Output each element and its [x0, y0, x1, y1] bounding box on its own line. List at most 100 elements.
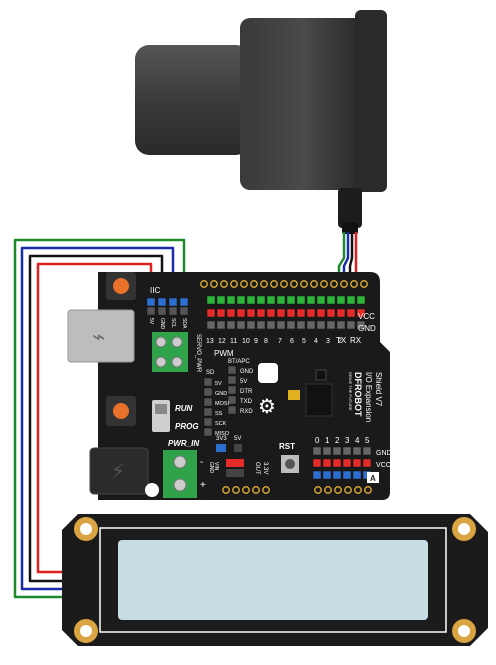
- gold-pad: [240, 280, 248, 288]
- digital-header-pin: [226, 308, 236, 318]
- analog-header-pin: [322, 470, 332, 480]
- lcd-wire-green: [13, 238, 186, 599]
- gnd-top-label: GND: [358, 324, 376, 333]
- analog-pin-label: 5: [365, 436, 370, 445]
- digital-header-pin: [336, 308, 346, 318]
- digital-header-pin: [266, 320, 276, 330]
- bt-header-pin: [227, 405, 237, 415]
- spi-pin-label: MISO: [215, 431, 230, 437]
- gold-pad: [320, 280, 328, 288]
- minus-label: -: [200, 457, 203, 468]
- digital-pin-label: 10: [242, 338, 250, 345]
- dfrobot-logo-icon: [258, 363, 278, 383]
- gold-pad: [232, 486, 240, 494]
- gold-pad: [200, 280, 208, 288]
- digital-header-pin: [306, 308, 316, 318]
- brand-label: DFROBOT: [353, 372, 363, 417]
- a-label-box: [367, 472, 379, 483]
- v5-label: 5V: [234, 436, 241, 442]
- bt-header-pin: [227, 375, 237, 385]
- a-label: A: [370, 474, 376, 483]
- digital-header-pin: [296, 320, 306, 330]
- analog-header-pin: [312, 446, 322, 456]
- bt-pin-label: TXD: [240, 399, 253, 405]
- voltage-jumper[interactable]: [216, 444, 226, 452]
- digital-pin-label: 4: [314, 338, 318, 345]
- switch-knob[interactable]: [155, 404, 167, 414]
- orange-button-mid[interactable]: [113, 403, 129, 419]
- out-label: OUT: [254, 462, 260, 475]
- analog-header-pin: [352, 446, 362, 456]
- digital-header-pin: [256, 295, 266, 305]
- mount-hole: [458, 625, 470, 637]
- analog-header-pin: [352, 470, 362, 480]
- digital-header-pin: [356, 295, 366, 305]
- digital-header-pin: [316, 295, 326, 305]
- digital-header-pin: [246, 295, 256, 305]
- digital-pin-label: 7: [278, 338, 282, 345]
- digital-header-pin: [276, 295, 286, 305]
- power-jack: [89, 447, 149, 495]
- spi-header-pin: [203, 407, 213, 417]
- gold-pad: [330, 280, 338, 288]
- orange-button-top[interactable]: [113, 278, 129, 294]
- bt-apc-label: BT/APC: [228, 359, 250, 365]
- spi-pin-label: MOSI: [215, 401, 230, 407]
- gold-pad: [252, 486, 260, 494]
- lcd-wire-blue: [20, 246, 175, 591]
- digital-header-pin: [206, 320, 216, 330]
- digital-header-pin: [236, 308, 246, 318]
- digital-header-pin: [336, 295, 346, 305]
- gold-pad: [350, 280, 358, 288]
- digital-pin-label: 3: [326, 338, 330, 345]
- digital-header-pin: [276, 308, 286, 318]
- bt-pin-label: RXD: [240, 409, 253, 415]
- iic-pin: [179, 306, 189, 316]
- terminal-screw: [173, 455, 187, 469]
- analog-pin-label: 2: [335, 436, 340, 445]
- prog-label: PROG: [175, 422, 199, 431]
- digital-header-pin: [246, 308, 256, 318]
- digital-pin-label: 9: [254, 338, 258, 345]
- digital-pin-label: 13: [206, 338, 214, 345]
- small-chip: [315, 369, 327, 381]
- digital-header-pin: [286, 308, 296, 318]
- gold-pad: [260, 280, 268, 288]
- iic-pin: [168, 297, 178, 307]
- sensor-cable-boot-tip: [342, 222, 358, 234]
- mount-hole: [80, 625, 92, 637]
- digital-header-pin: [346, 320, 356, 330]
- v33-rot-label: 3.3V: [262, 462, 268, 474]
- gold-pad: [364, 486, 372, 494]
- spi-header-pin: [203, 417, 213, 427]
- v33-label: 3V3: [216, 436, 227, 442]
- sd-label: SD: [206, 370, 215, 376]
- gold-pad: [324, 486, 332, 494]
- bt-header-pin: [227, 365, 237, 375]
- servo-pwr-label: SERVO_PWR: [195, 334, 201, 373]
- gold-pad: [310, 280, 318, 288]
- gold-pad: [344, 486, 352, 494]
- gold-pad: [334, 486, 342, 494]
- digital-header-pin: [276, 320, 286, 330]
- spi-pin-label: SCK: [215, 421, 227, 427]
- analog-header-pin: [362, 446, 372, 456]
- mount-hole: [458, 523, 470, 535]
- gold-pad: [360, 280, 368, 288]
- mount-hole: [80, 523, 92, 535]
- spi-header-pin: [203, 377, 213, 387]
- digital-header-rows: [206, 295, 366, 330]
- bt-header: [227, 365, 237, 415]
- analog-header-pin: [352, 458, 362, 468]
- digital-header-pin: [326, 295, 336, 305]
- rst-button-cap[interactable]: [285, 459, 295, 469]
- usb-port: [67, 309, 135, 363]
- iic-pin: [157, 297, 167, 307]
- bottom-gold-header: [222, 486, 372, 494]
- analog-header-pin: [332, 446, 342, 456]
- analog-header-pin: [312, 458, 322, 468]
- bt-header-pin: [227, 395, 237, 405]
- gold-pad: [340, 280, 348, 288]
